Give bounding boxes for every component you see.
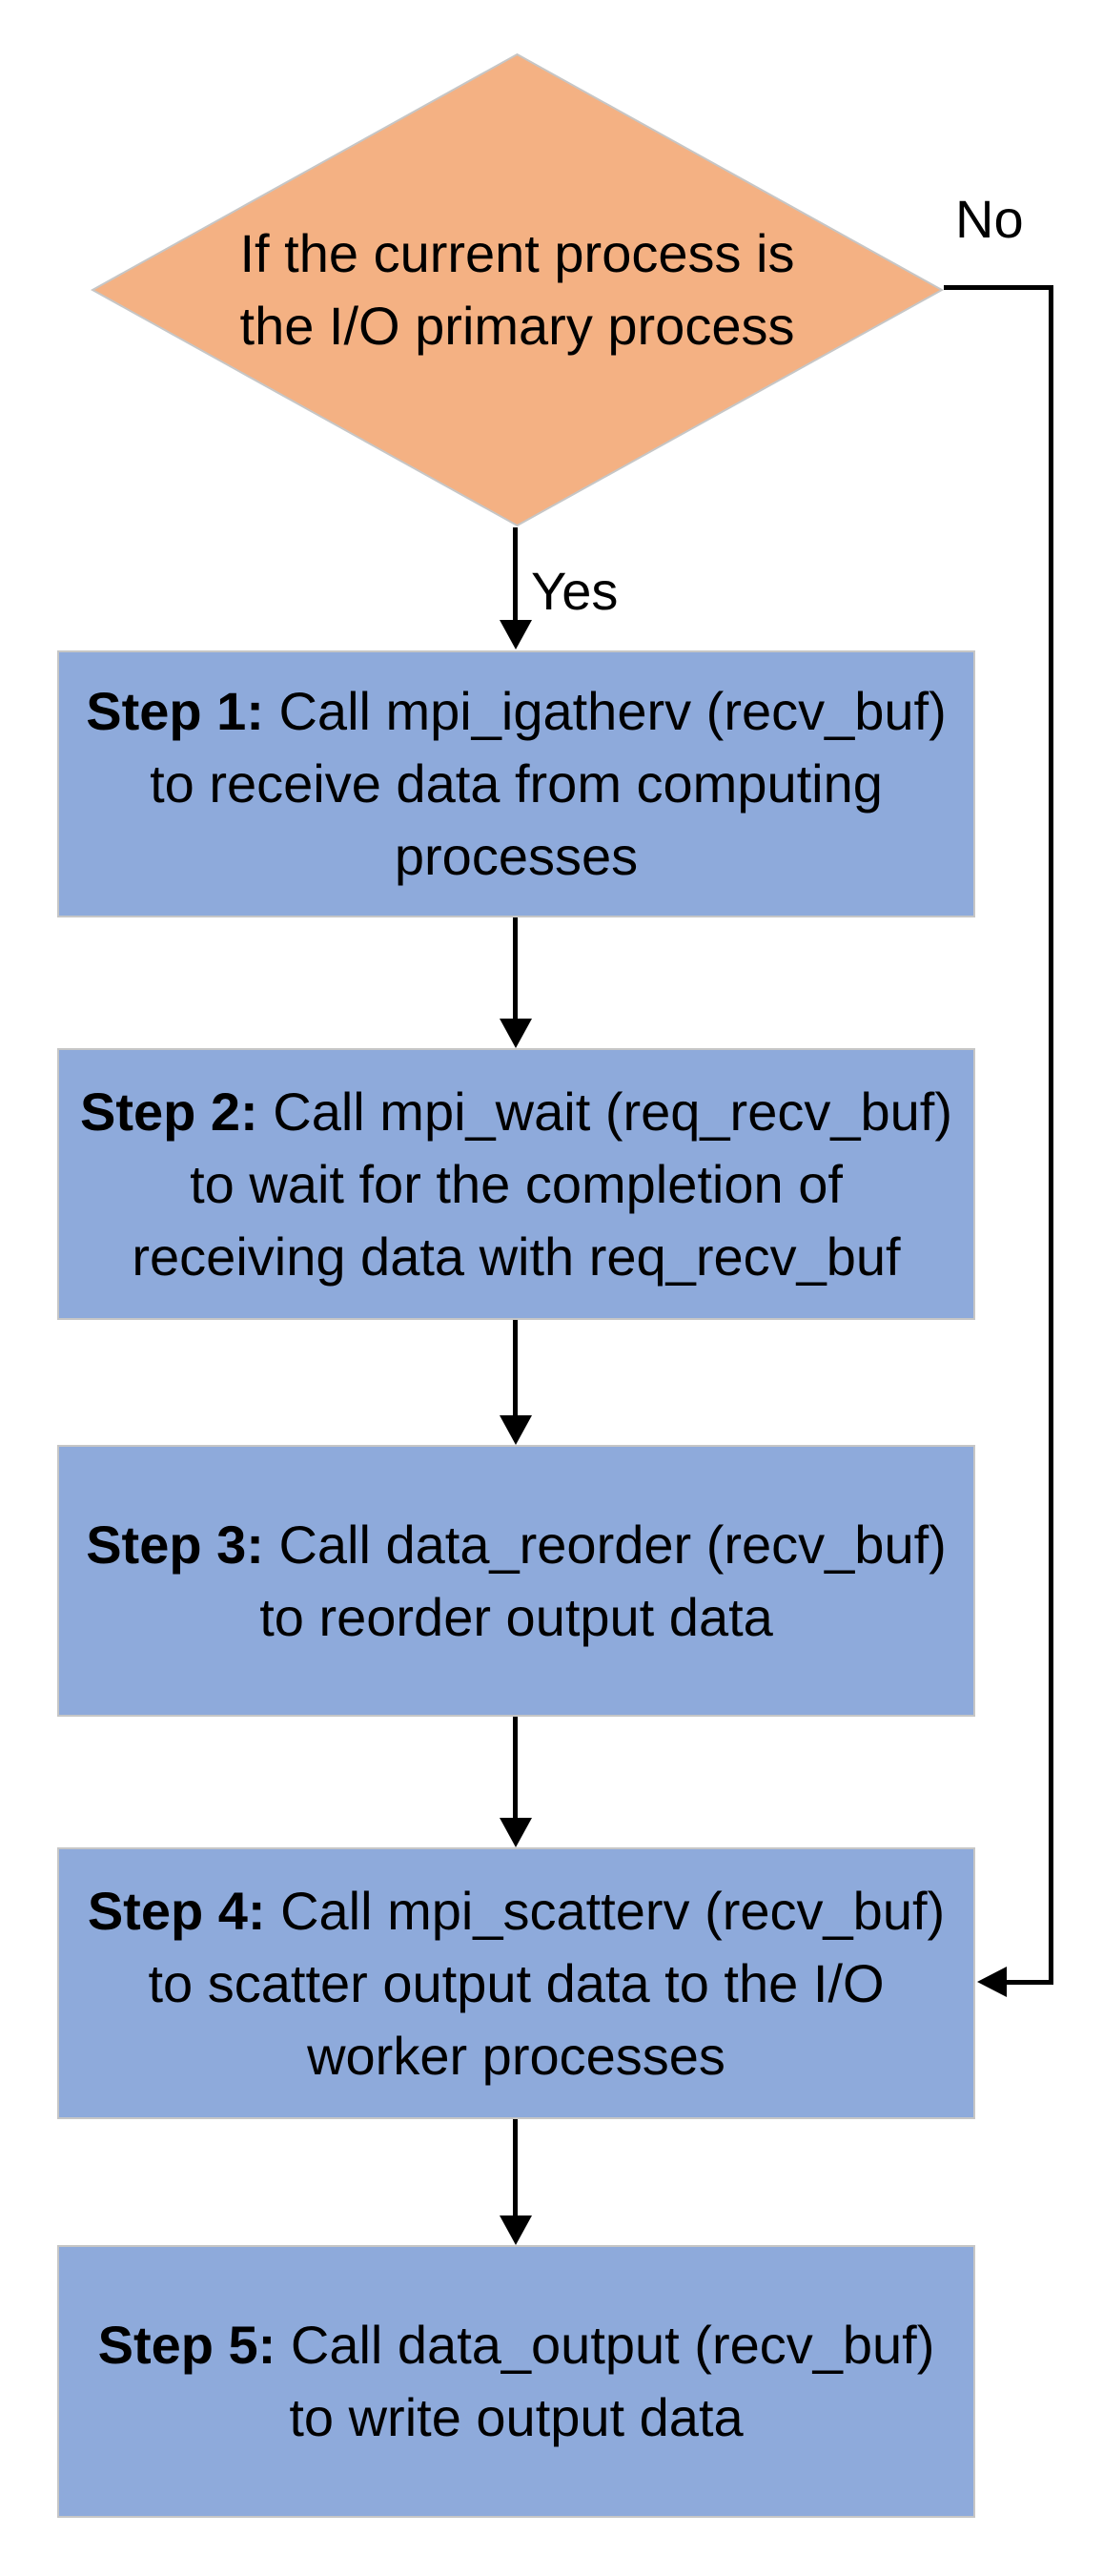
step-3-line1: Step 3: Call data_reorder (recv_buf) [86,1514,947,1575]
step-1-line3: processes [394,826,639,886]
arrow-step1-step2-shaft [513,917,518,1020]
step-1-line1: Step 1: Call mpi_igatherv (recv_buf) [86,681,947,741]
arrow-step2-step3-shaft [513,1320,518,1416]
step-3-prefix: Step 3: [86,1514,264,1575]
step-4-line1: Step 4: Call mpi_scatterv (recv_buf) [87,1880,946,1941]
step-5-box: Step 5: Call data_output (recv_buf) to w… [57,2245,975,2518]
step-5-line1: Step 5: Call data_output (recv_buf) [97,2315,935,2375]
step-5-line2: to write output data [289,2387,744,2447]
no-branch-arrowhead [977,1967,1007,1997]
decision-diamond: If the current process is the I/O primar… [91,52,944,527]
no-branch-vertical-segment [1049,285,1053,1985]
arrow-step1-step2-head [500,1019,532,1048]
step-4-line2: to scatter output data to the I/O [148,1952,885,2013]
arrow-step2-step3-head [500,1415,532,1445]
no-branch-bottom-segment [1005,1980,1053,1985]
no-label: No [955,189,1024,249]
decision-text: If the current process is the I/O primar… [91,52,944,527]
step-2-box: Step 2: Call mpi_wait (req_recv_buf) to … [57,1048,975,1320]
step-3-box: Step 3: Call data_reorder (recv_buf) to … [57,1445,975,1717]
diamond-shape-svg [91,52,944,527]
no-branch-top-segment [944,285,1053,290]
step-4-box: Step 4: Call mpi_scatterv (recv_buf) to … [57,1847,975,2119]
step-4-line3: worker processes [307,2025,725,2086]
step-5-prefix: Step 5: [97,2315,276,2375]
step-2-line2: to wait for the completion of [190,1153,843,1214]
step-2-line3: receiving data with req_recv_buf [132,1226,901,1287]
step-2-line1: Step 2: Call mpi_wait (req_recv_buf) [80,1081,952,1142]
yes-arrowhead [500,620,532,649]
yes-arrow-shaft [513,527,518,621]
yes-label: Yes [531,561,619,621]
arrow-step4-step5-shaft [513,2119,518,2216]
step-1-prefix: Step 1: [86,681,264,741]
decision-text-line2: the I/O primary process [239,296,795,356]
arrow-step3-step4-head [500,1818,532,1847]
arrow-step3-step4-shaft [513,1717,518,1819]
step-2-prefix: Step 2: [80,1081,258,1142]
step-4-prefix: Step 4: [87,1880,266,1941]
diamond-shape [91,52,944,527]
step-1-line2: to receive data from computing [150,753,883,814]
step-1-box: Step 1: Call mpi_igatherv (recv_buf) to … [57,650,975,917]
decision-text-line1: If the current process is [239,223,795,283]
arrow-step4-step5-head [500,2215,532,2245]
step-3-line2: to reorder output data [259,1586,773,1647]
